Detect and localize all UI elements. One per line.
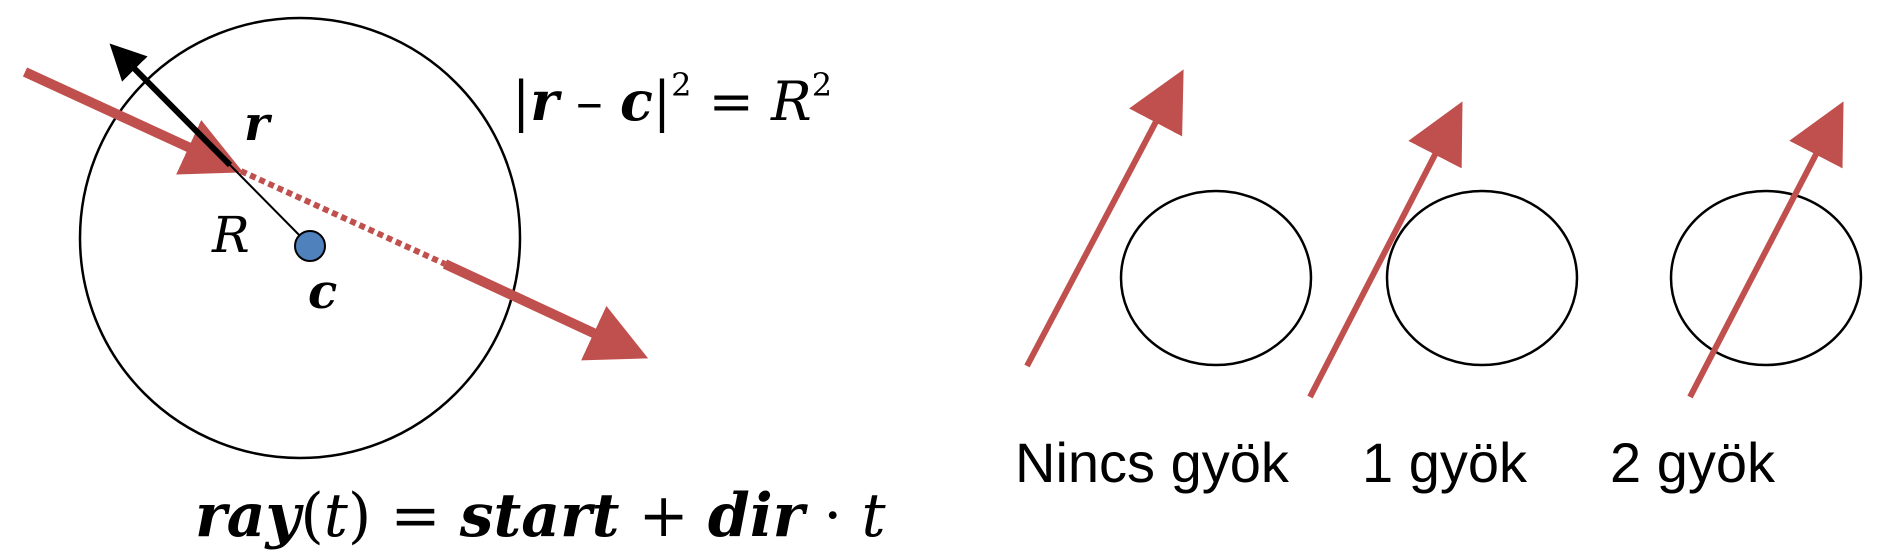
center-point [294,230,326,262]
radius-line [229,164,311,247]
sphere-circle [78,16,522,460]
case-one-root-ray [1307,101,1463,399]
case-two-roots-label: 2 gyök [1610,431,1776,494]
case-two-roots-circle [1669,189,1863,367]
label-R: R [211,206,250,264]
case-no-root-ray [1024,69,1184,368]
case-one-root: 1 gyök [1307,101,1579,494]
case-two-roots: 2 gyök [1610,101,1863,494]
left-sphere-figure: r R c |r – c|2 = R2 ray(t) = start + dir… [22,16,886,551]
case-no-root: Nincs gyök [1015,69,1313,494]
label-r: r [244,96,273,152]
outgoing-ray [442,259,649,361]
case-no-root-label: Nincs gyök [1015,431,1290,494]
incoming-ray [22,67,244,175]
intersection-cases: Nincs gyök 1 gyök 2 gyök [1015,69,1863,494]
case-one-root-label: 1 gyök [1362,431,1528,494]
case-no-root-circle [1119,189,1313,367]
normal-vector-arrow [109,43,233,168]
ray-equation: ray(t) = start + dir · t [195,481,886,551]
sphere-equation: |r – c|2 = R2 [512,66,832,133]
case-one-root-circle [1385,189,1579,367]
ray-inside-dotted [230,164,447,267]
case-two-roots-ray [1687,101,1844,399]
label-c: c [308,264,337,320]
